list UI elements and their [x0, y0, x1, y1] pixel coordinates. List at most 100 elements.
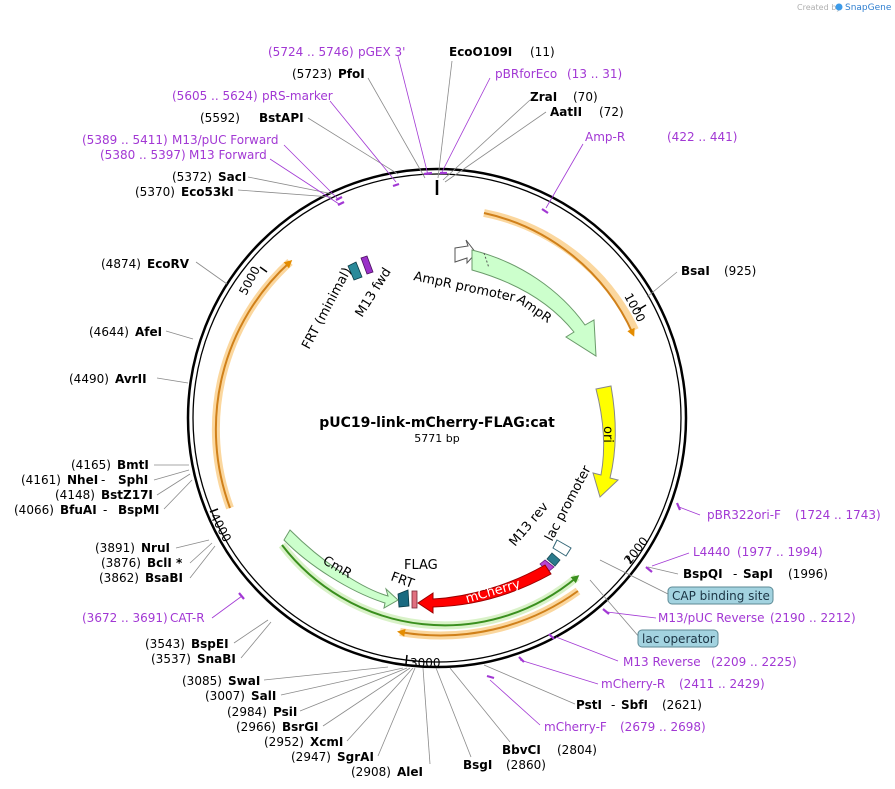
orf-arc-cmr — [281, 544, 580, 627]
primer-m13-puc-forward[interactable]: M13/pUC Forward — [172, 133, 279, 147]
enzyme-bfuai-pos: (4066) — [14, 503, 54, 517]
leader-bspqi — [647, 566, 679, 575]
enzyme-avrii[interactable]: AvrII — [115, 372, 147, 386]
primer-m13-reverse-range: (2209 .. 2225) — [711, 655, 797, 669]
enzyme-sgrai[interactable]: SgrAI — [337, 750, 374, 764]
enzyme-psti-sep: - — [611, 698, 615, 712]
leader-mcherry-r — [519, 659, 599, 685]
feature-label-flag: FLAG — [404, 558, 438, 573]
enzyme-bsai[interactable]: BsaI — [681, 264, 710, 278]
enzyme-sbfi[interactable]: SbfI — [621, 698, 648, 712]
enzyme-bsabi-pos: (3862) — [99, 571, 139, 585]
feature-label-mcherry: mCherry — [464, 577, 522, 607]
enzyme-bmti[interactable]: BmtI — [117, 458, 149, 472]
enzyme-zrai[interactable]: ZraI — [530, 90, 557, 104]
lac-operator-label: lac operator — [642, 632, 715, 646]
primer-cat-r-range: (3672 .. 3691) — [82, 611, 168, 625]
primer-m13-forward[interactable]: M13 Forward — [189, 148, 267, 162]
watermark-brand: SnapGene — [845, 3, 892, 13]
enzyme-nhei-pos: (4161) — [21, 473, 61, 487]
primer-m13-reverse[interactable]: M13 Reverse — [623, 655, 701, 669]
leader-pfoi — [367, 77, 426, 179]
enzyme-bsgi[interactable]: BsgI — [463, 758, 492, 772]
enzyme-nhei-sep: - — [101, 473, 105, 487]
enzyme-bfuai[interactable]: BfuAI — [60, 503, 97, 517]
enzyme-leaders — [153, 60, 679, 765]
enzyme-sapi[interactable]: SapI — [743, 567, 773, 581]
enzyme-swai[interactable]: SwaI — [228, 674, 260, 688]
enzyme-bbvci[interactable]: BbvCI — [502, 743, 541, 757]
enzyme-nrui[interactable]: NruI — [141, 541, 170, 555]
primer-m13-puc-reverse[interactable]: M13/pUC Reverse — [658, 611, 765, 625]
leader-cap — [599, 559, 673, 597]
enzyme-bstz17i[interactable]: BstZ17I — [101, 488, 153, 502]
leader-prs-marker — [329, 100, 397, 183]
primer-amp-r[interactable]: Amp-R — [585, 130, 625, 144]
primer-m13-puc-reverse-range: (2190 .. 2212) — [770, 611, 856, 625]
leader-l4440 — [651, 552, 690, 567]
leader-bsabi — [189, 545, 216, 579]
enzyme-bspmi[interactable]: BspMI — [118, 503, 159, 517]
primer-tick — [675, 502, 682, 511]
enzyme-bstapi-pos: (5592) — [200, 111, 240, 125]
enzyme-saci[interactable]: SacI — [218, 170, 246, 184]
enzyme-sphi[interactable]: SphI — [118, 473, 148, 487]
cap-binding-site-box[interactable] — [667, 586, 774, 605]
ampr-arrow — [471, 249, 597, 357]
lac-operator-block — [546, 552, 561, 567]
enzyme-nhei[interactable]: NheI — [67, 473, 98, 487]
primer-pbrforeco[interactable]: pBRforEco — [495, 67, 557, 81]
feature-label-frt-minimal: FRT (minimal) — [299, 265, 355, 352]
primer-prs-marker[interactable]: pRS-marker — [262, 89, 333, 103]
enzyme-bstapi[interactable]: BstAPI — [259, 111, 304, 125]
enzyme-snabi[interactable]: SnaBI — [197, 652, 236, 666]
primer-mcherry-f[interactable]: mCherry-F — [544, 720, 607, 734]
enzyme-pfoi-pos: (5723) — [292, 67, 332, 81]
backbone-inner — [192, 173, 682, 663]
leader-bsrgi — [322, 667, 411, 727]
primer-mcherry-r-range: (2411 .. 2429) — [679, 677, 765, 691]
leader-psti — [483, 664, 576, 705]
enzyme-pfoi[interactable]: PfoI — [338, 67, 365, 81]
ori-arrow — [592, 385, 620, 498]
enzyme-ecorv[interactable]: EcoRV — [147, 257, 190, 271]
enzyme-psii[interactable]: PsiI — [273, 705, 297, 719]
leader-m13-reverse — [555, 636, 619, 662]
primer-cat-r[interactable]: CAT-R — [170, 611, 205, 625]
primer-pbr322ori-f[interactable]: pBR322ori-F — [707, 508, 781, 522]
primer-pbr322ori-f-range: (1724 .. 1743) — [795, 508, 881, 522]
leader-sgrai — [377, 667, 416, 757]
enzyme-bspqi[interactable]: BspQI — [683, 567, 723, 581]
enzyme-aatii-pos: (72) — [599, 105, 624, 119]
enzyme-eco53ki[interactable]: Eco53kI — [181, 185, 234, 199]
leader-afei — [165, 330, 194, 340]
enzyme-ecorv-pos: (4874) — [101, 257, 141, 271]
enzyme-bsrgi[interactable]: BsrGI — [282, 720, 319, 734]
enzyme-afei[interactable]: AfeI — [135, 325, 162, 339]
leader-bstz17i — [156, 473, 191, 496]
lac-promoter-arrow — [552, 539, 572, 557]
ampr-divider — [483, 252, 490, 269]
ruler-4000: 4000 — [207, 511, 234, 545]
enzyme-aatii[interactable]: AatII — [550, 105, 582, 119]
primer-l4440[interactable]: L4440 — [693, 545, 730, 559]
enzyme-zrai-pos: (70) — [573, 90, 598, 104]
primer-tick — [423, 171, 433, 176]
enzyme-bspei[interactable]: BspEI — [191, 637, 229, 651]
enzyme-psti[interactable]: PstI — [576, 698, 602, 712]
leader-pbr322ori-f — [678, 506, 701, 516]
lac-operator-box[interactable] — [637, 629, 719, 648]
enzyme-alei[interactable]: AleI — [397, 765, 423, 779]
cap-binding-site-label: CAP binding site — [672, 589, 770, 603]
enzyme-sali[interactable]: SalI — [251, 689, 276, 703]
primer-mcherry-r[interactable]: mCherry-R — [601, 677, 665, 691]
enzyme-ecoo109i[interactable]: EcoO109I — [449, 45, 512, 59]
enzyme-xcmi[interactable]: XcmI — [310, 735, 343, 749]
orf-arc-2 — [397, 590, 579, 637]
enzyme-bsabi[interactable]: BsaBI — [145, 571, 183, 585]
primer-pbrforeco-range: (13 .. 31) — [567, 67, 622, 81]
primer-tick — [602, 608, 610, 615]
leader-bsgi — [435, 667, 472, 758]
enzyme-bcli[interactable]: BclI * — [147, 556, 183, 570]
primer-pgex3[interactable]: pGEX 3' — [358, 45, 405, 59]
